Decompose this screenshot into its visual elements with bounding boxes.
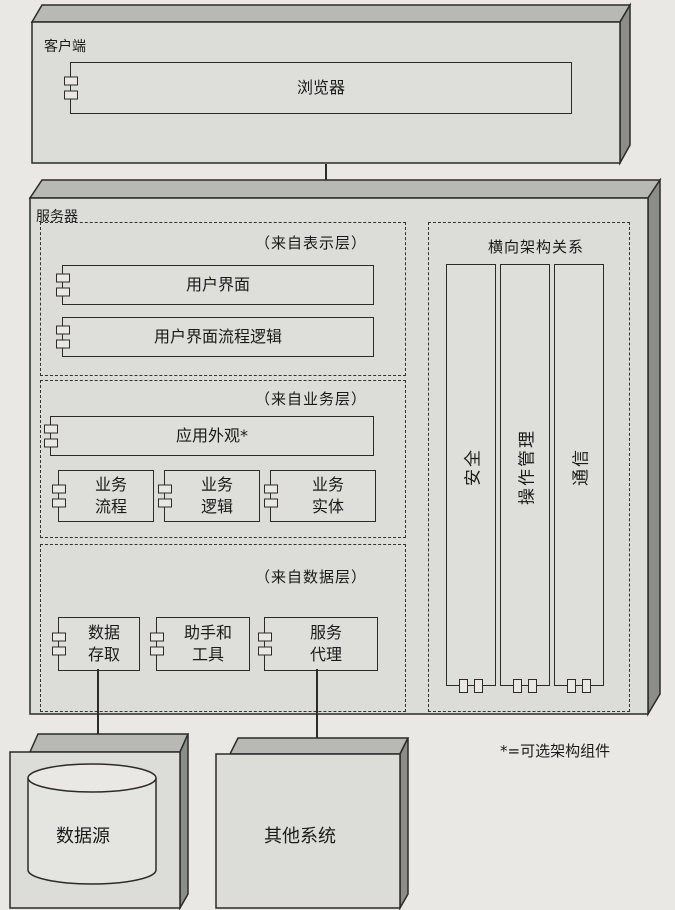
database-icon bbox=[27, 763, 157, 885]
app-facade-component: 应用外观* bbox=[44, 416, 374, 456]
presentation-layer-title: （来自表示层） bbox=[255, 234, 368, 252]
component-icon bbox=[52, 480, 66, 513]
browser-label: 浏览器 bbox=[296, 78, 345, 97]
helpers-component: 助手和 工具 bbox=[150, 617, 250, 671]
business-logic-component: 业务 逻辑 bbox=[158, 470, 260, 522]
data-layer bbox=[40, 544, 406, 712]
data-access-datasource-link bbox=[97, 669, 99, 745]
component-icon bbox=[564, 679, 594, 693]
component-icon bbox=[44, 420, 58, 453]
crosscutting-area bbox=[428, 222, 630, 712]
component-icon bbox=[264, 480, 278, 513]
presentation-layer bbox=[40, 222, 406, 376]
component-icon bbox=[52, 628, 66, 661]
ui-flow-label: 用户界面流程逻辑 bbox=[153, 327, 282, 346]
server-title: 服务器 bbox=[36, 209, 78, 225]
service-agent-external-link bbox=[316, 669, 318, 753]
component-icon bbox=[258, 628, 272, 661]
client-title: 客户端 bbox=[44, 39, 86, 55]
communication-component: 通信 bbox=[554, 264, 604, 693]
ui-component: 用户界面 bbox=[56, 265, 374, 305]
optional-note: *=可选架构组件 bbox=[500, 742, 611, 760]
operations-label: 操作管理 bbox=[517, 428, 538, 505]
app-facade-label: 应用外观* bbox=[175, 426, 248, 445]
component-icon bbox=[158, 480, 172, 513]
business-layer-title: （来自业务层） bbox=[255, 390, 368, 408]
datasource-node bbox=[9, 733, 190, 910]
ui-label: 用户界面 bbox=[185, 275, 250, 294]
external-systems-node bbox=[215, 737, 410, 910]
component-icon bbox=[510, 679, 540, 693]
external-systems-label: 其他系统 bbox=[264, 826, 336, 847]
business-workflow-label: 业务 流程 bbox=[94, 475, 127, 516]
component-icon bbox=[456, 679, 486, 693]
data-layer-title: （来自数据层） bbox=[255, 568, 368, 586]
data-access-label: 数据 存取 bbox=[87, 623, 120, 664]
component-icon bbox=[64, 72, 78, 105]
browser-component: 浏览器 bbox=[64, 62, 572, 114]
component-icon bbox=[150, 628, 164, 661]
component-icon bbox=[56, 321, 70, 354]
business-layer bbox=[40, 380, 406, 538]
datasource-label: 数据源 bbox=[56, 826, 110, 847]
crosscutting-title: 横向架构关系 bbox=[488, 238, 585, 256]
service-agent-component: 服务 代理 bbox=[258, 617, 378, 671]
service-agent-label: 服务 代理 bbox=[309, 623, 342, 664]
business-entity-label: 业务 实体 bbox=[311, 475, 344, 516]
component-icon bbox=[56, 269, 70, 302]
communication-label: 通信 bbox=[571, 447, 592, 486]
business-logic-label: 业务 逻辑 bbox=[200, 475, 233, 516]
security-label: 安全 bbox=[463, 447, 484, 486]
operations-component: 操作管理 bbox=[500, 264, 550, 693]
client-server-link bbox=[325, 164, 327, 184]
ui-flow-component: 用户界面流程逻辑 bbox=[56, 317, 374, 357]
business-entity-component: 业务 实体 bbox=[264, 470, 376, 522]
helpers-label: 助手和 工具 bbox=[183, 623, 232, 664]
business-workflow-component: 业务 流程 bbox=[52, 470, 154, 522]
data-access-component: 数据 存取 bbox=[52, 617, 140, 671]
security-component: 安全 bbox=[446, 264, 496, 693]
